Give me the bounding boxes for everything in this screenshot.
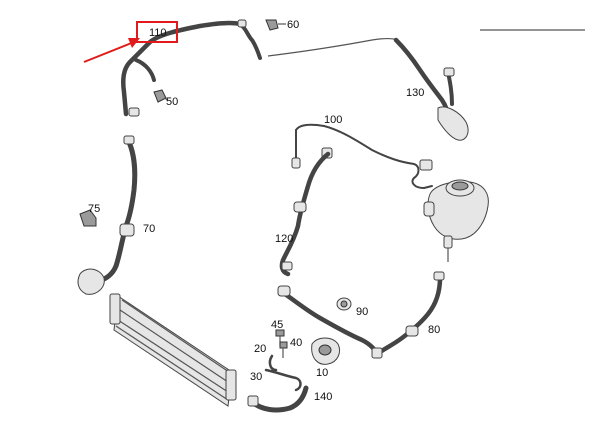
callout-80: 80 — [428, 324, 440, 336]
callout-110: 110 — [149, 27, 167, 39]
highlight-arrowhead — [128, 38, 140, 48]
expansion-tank — [423, 179, 489, 262]
callout-130: 130 — [406, 87, 424, 99]
callout-100: 100 — [324, 114, 342, 126]
clip-50 — [153, 89, 169, 103]
bracket-30 — [264, 368, 302, 392]
clip-90 — [336, 297, 352, 311]
highlight-box — [136, 21, 178, 43]
hose-120 — [279, 151, 331, 277]
pump-10 — [311, 337, 341, 365]
callout-75: 75 — [88, 203, 100, 215]
callout-90: 90 — [356, 306, 368, 318]
highlight-annotation — [83, 21, 178, 63]
callout-30: 30 — [250, 371, 262, 383]
callout-45: 45 — [271, 319, 283, 331]
screw-40 — [279, 341, 288, 358]
callout-70: 70 — [143, 223, 155, 235]
bracket-20 — [268, 354, 278, 372]
radiator — [109, 293, 237, 407]
hose-80 — [377, 271, 445, 355]
callout-50: 50 — [166, 96, 178, 108]
bracket-75 — [79, 209, 97, 227]
callout-20: 20 — [254, 343, 266, 355]
hose-70 — [77, 135, 138, 295]
callout-140: 140 — [314, 391, 332, 403]
hose-140 — [247, 385, 309, 413]
callout-40: 40 — [290, 337, 302, 349]
hose-center — [277, 285, 383, 359]
hose-130 — [393, 37, 469, 141]
callout-60: 60 — [287, 19, 299, 31]
pipe-100 — [291, 123, 433, 189]
callout-10: 10 — [316, 367, 328, 379]
clip-60 — [265, 19, 286, 31]
highlight-arrow — [83, 41, 135, 63]
callout-120: 120 — [275, 233, 293, 245]
